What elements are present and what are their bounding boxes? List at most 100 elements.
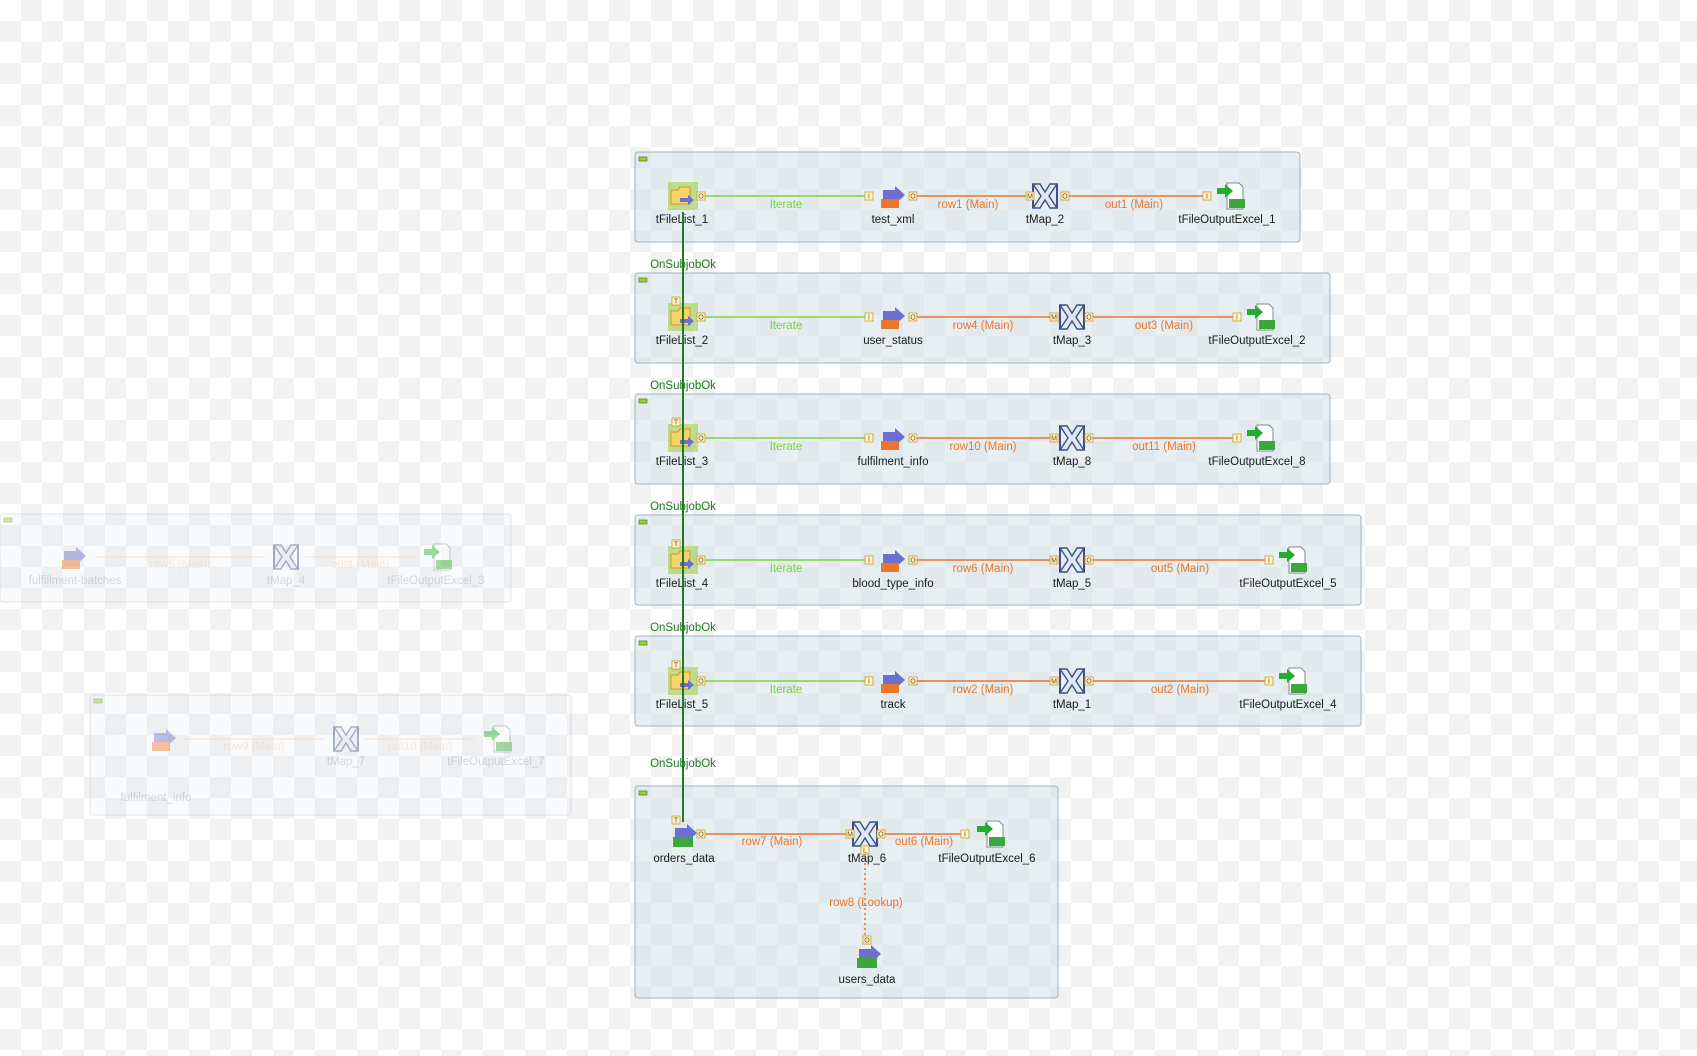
output-port[interactable]: O [696,829,706,839]
component-label[interactable]: track [881,699,906,711]
output-port[interactable]: O [908,191,918,201]
input-port[interactable]: I [864,191,874,201]
link-label[interactable]: row8 (Lookup) [829,897,903,909]
main-port[interactable]: M [1049,555,1059,565]
trigger-label[interactable]: OnSubjobOk [650,501,716,513]
link-label[interactable]: Iterate [770,684,803,696]
component-label[interactable]: tMap_4 [267,575,306,587]
component-label[interactable]: tMap_1 [1053,699,1091,711]
folder-icon[interactable] [667,181,699,211]
link-label[interactable]: out3 (Main) [1135,320,1193,332]
output-port[interactable]: O [696,555,706,565]
component-label[interactable]: test_xml [872,214,915,226]
collapse-toggle-icon[interactable] [638,277,648,283]
component-label[interactable]: users_data [839,974,897,986]
component-label[interactable]: tFileOutputExcel_5 [1239,578,1336,590]
collapse-toggle-icon[interactable] [93,698,103,704]
trigger-label[interactable]: OnSubjobOk [650,259,716,271]
component-label[interactable]: tFileOutputExcel_3 [387,575,484,587]
component-label[interactable]: tMap_6 [848,853,886,865]
input-port[interactable]: I [1264,676,1274,686]
link-label[interactable]: Iterate [770,441,803,453]
output-port[interactable]: O [1084,433,1094,443]
lookup-port[interactable]: L [860,845,870,855]
collapse-toggle-icon[interactable] [638,519,648,525]
collapse-toggle-icon[interactable] [638,156,648,162]
main-port[interactable]: M [1025,191,1035,201]
output-port[interactable]: O [908,555,918,565]
link-label[interactable]: out6 (Main) [895,836,953,848]
collapse-toggle-icon[interactable] [638,790,648,796]
output-port[interactable]: O [862,935,872,945]
component-label[interactable]: orders_data [653,853,715,865]
input-port[interactable]: I [960,829,970,839]
input-port[interactable]: I [864,433,874,443]
trigger-port[interactable]: T [671,815,681,825]
component-label[interactable]: tMap_7 [327,756,365,768]
main-port[interactable]: M [1049,676,1059,686]
link-label[interactable]: out2 (Main) [1151,684,1209,696]
trigger-port[interactable]: T [671,296,681,306]
input-port[interactable]: I [1232,312,1242,322]
output-port[interactable]: O [1084,555,1094,565]
link-label[interactable]: row10 (Main) [949,441,1016,453]
link-label[interactable]: out5 (Main) [1151,563,1209,575]
input-port[interactable]: I [1264,555,1274,565]
link-label[interactable]: Iterate [770,199,803,211]
link-label[interactable]: row6 (Main) [953,563,1014,575]
component-label[interactable]: tFileOutputExcel_4 [1239,699,1337,711]
input-port[interactable]: I [1202,191,1212,201]
trigger-port[interactable]: T [671,539,681,549]
link-label[interactable]: out1 (Main) [1105,199,1163,211]
trigger-port[interactable]: T [671,660,681,670]
link-label[interactable]: Iterate [770,320,803,332]
component-label[interactable]: tFileOutputExcel_6 [938,853,1035,865]
output-port[interactable]: O [1084,676,1094,686]
component-label[interactable]: tMap_2 [1026,214,1064,226]
output-port[interactable]: O [696,312,706,322]
input-port[interactable]: I [864,312,874,322]
link-label[interactable]: out4 (Main) [331,559,389,571]
output-port[interactable]: O [908,312,918,322]
component-label[interactable]: tMap_8 [1053,456,1091,468]
output-port[interactable]: O [908,433,918,443]
link-label[interactable]: out11 (Main) [1132,441,1196,453]
collapse-toggle-icon[interactable] [638,398,648,404]
collapse-toggle-icon[interactable] [638,640,648,646]
output-port[interactable]: O [696,433,706,443]
component-label[interactable]: fulfillment-batches [29,575,122,587]
link-label[interactable]: row4 (Main) [953,320,1014,332]
input-port[interactable]: I [864,676,874,686]
link-label[interactable]: row5 (Main) [150,559,211,571]
link-label[interactable]: row1 (Main) [938,199,999,211]
link-label[interactable]: out10 (Main) [388,741,453,753]
output-port[interactable]: O [696,191,706,201]
main-port[interactable]: M [1049,433,1059,443]
component-label[interactable]: tFileOutputExcel_8 [1208,456,1305,468]
trigger-port[interactable]: T [671,417,681,427]
component-label[interactable]: tFileOutputExcel_2 [1208,335,1305,347]
trigger-label[interactable]: OnSubjobOk [650,380,716,392]
link-label[interactable]: Iterate [770,563,803,575]
component-label[interactable]: user_status [863,335,923,347]
trigger-label[interactable]: OnSubjobOk [650,622,716,634]
component-label[interactable]: tFileOutputExcel_7 [447,756,544,768]
main-port[interactable]: M [845,829,855,839]
trigger-label[interactable]: OnSubjobOk [650,758,716,770]
output-port[interactable]: O [908,676,918,686]
component-label[interactable]: fulfilment_info [121,792,192,804]
input-port[interactable]: I [1232,433,1242,443]
link-label[interactable]: row7 (Main) [742,836,803,848]
component-label[interactable]: tMap_3 [1053,335,1091,347]
output-port[interactable]: O [1060,191,1070,201]
component-label[interactable]: tMap_5 [1053,578,1091,590]
component-label[interactable]: tFileOutputExcel_1 [1178,214,1275,226]
link-label[interactable]: row2 (Main) [953,684,1014,696]
collapse-toggle-icon[interactable] [3,517,13,523]
input-port[interactable]: I [864,555,874,565]
main-port[interactable]: M [1049,312,1059,322]
output-port[interactable]: O [1084,312,1094,322]
component-label[interactable]: fulfilment_info [858,456,929,468]
component-label[interactable]: blood_type_info [852,578,933,590]
